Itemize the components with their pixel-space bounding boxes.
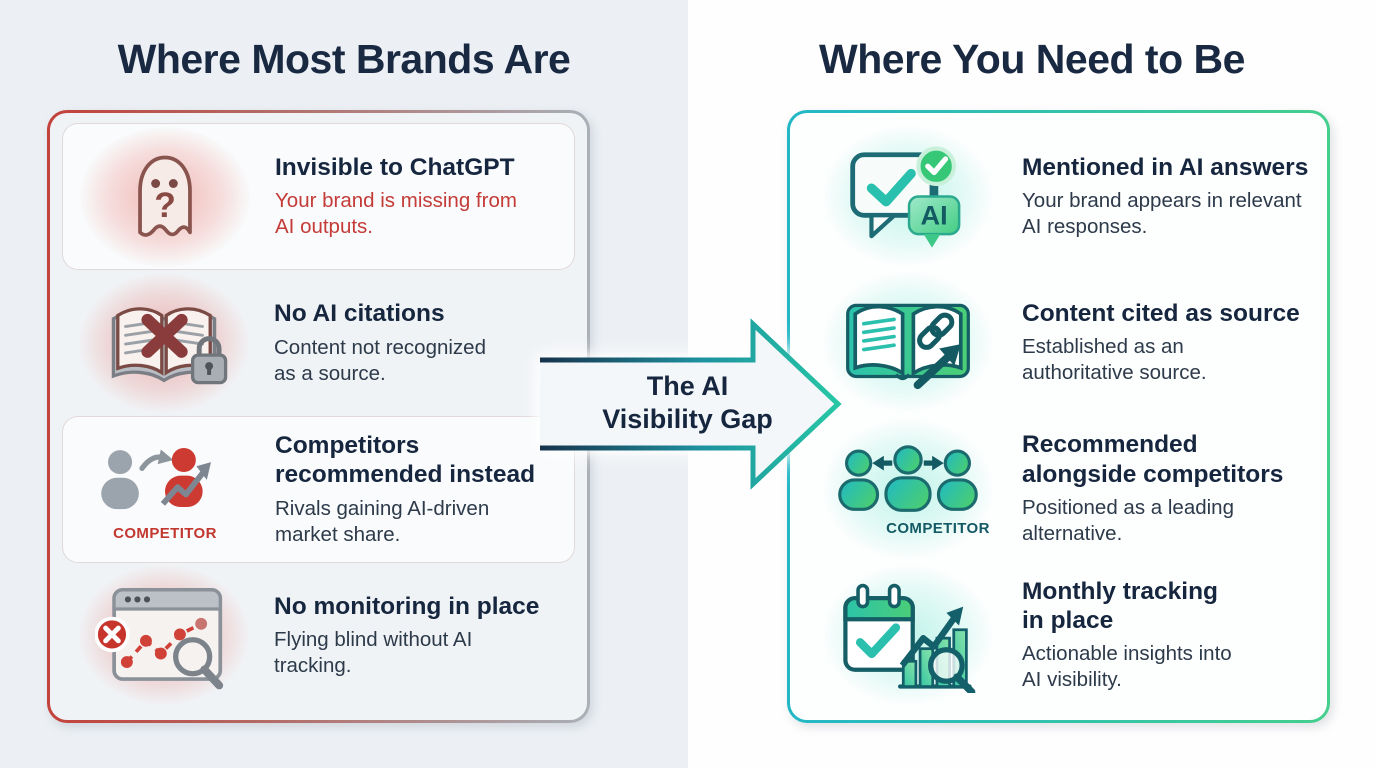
right-panel-body: AI Mentioned in AI answers Your brand ap… xyxy=(790,113,1327,720)
text-cell: Recommended alongside competitors Positi… xyxy=(1022,430,1309,546)
right-column: Where You Need to Be xyxy=(688,0,1376,768)
item-title: Mentioned in AI answers xyxy=(1022,153,1309,181)
item-description: Rivals gaining AI-driven market share. xyxy=(275,496,490,546)
list-item-monthly-tracking: Monthly tracking in place Actionable ins… xyxy=(802,562,1315,708)
icon-cell: COMPETITOR xyxy=(808,418,1008,559)
chat-ai-check-icon: AI xyxy=(850,146,961,248)
people-compare-icon xyxy=(838,445,978,513)
competitor-badge: COMPETITOR xyxy=(886,520,990,538)
visibility-gap-label: The AI Visibility Gap xyxy=(555,370,820,436)
text-cell: Invisible to ChatGPT Your brand is missi… xyxy=(275,153,568,240)
list-item-no-ai-citations: No AI citations Content not recognized a… xyxy=(62,270,575,415)
visibility-gap-arrow xyxy=(540,318,842,490)
calendar-growth-search-icon xyxy=(843,583,976,693)
list-item-recommended-alongside: COMPETITOR Recommended alongside competi… xyxy=(802,416,1315,562)
list-item-mentioned-in-ai: AI Mentioned in AI answers Your brand ap… xyxy=(802,123,1315,269)
item-title: No monitoring in place xyxy=(274,592,540,620)
ai-label: AI xyxy=(921,200,948,231)
gap-label-line2: Visibility Gap xyxy=(602,403,773,434)
item-title: Recommended alongside competitors xyxy=(1022,431,1284,488)
icon-cell: COMPETITOR xyxy=(69,437,261,542)
right-column-title: Where You Need to Be xyxy=(819,36,1245,82)
item-description: Actionable insights into AI visibility. xyxy=(1022,642,1232,692)
item-description: Your brand appears in relevant AI respon… xyxy=(1022,188,1302,238)
list-item-content-cited: Content cited as source Established as a… xyxy=(802,269,1315,415)
item-title: Competitors recommended instead xyxy=(275,431,536,489)
item-description: Positioned as a leading alternative. xyxy=(1022,496,1234,546)
text-cell: Competitors recommended instead Rivals g… xyxy=(275,431,568,547)
list-item-no-monitoring: No monitoring in place Flying blind with… xyxy=(62,563,575,708)
browser-chart-error-icon xyxy=(95,588,224,690)
gap-label-line1: The AI xyxy=(646,371,729,401)
item-description: Flying blind without AI tracking. xyxy=(274,628,473,678)
text-cell: Monthly tracking in place Actionable ins… xyxy=(1022,577,1309,693)
icon-cell: ? xyxy=(69,126,261,267)
left-panel-body: ? Invisible to ChatGPT Your brand is mis… xyxy=(50,113,587,720)
icon-cell xyxy=(808,564,1008,705)
list-item-invisible-to-chatgpt: ? Invisible to ChatGPT Your brand is mis… xyxy=(62,123,575,271)
competitor-badge: COMPETITOR xyxy=(113,524,217,542)
ghost-icon: ? xyxy=(138,155,192,237)
right-panel: AI Mentioned in AI answers Your brand ap… xyxy=(787,110,1330,723)
text-cell: No AI citations Content not recognized a… xyxy=(274,299,569,386)
svg-text:?: ? xyxy=(154,185,176,224)
item-title: Content cited as source xyxy=(1022,299,1300,327)
competitor-swap-icon xyxy=(101,447,211,509)
icon-cell xyxy=(68,565,260,706)
list-item-competitors-recommended: COMPETITOR Competitors recommended inste… xyxy=(62,415,575,563)
icon-cell: AI xyxy=(808,126,1008,267)
text-cell: Mentioned in AI answers Your brand appea… xyxy=(1022,153,1309,240)
text-cell: No monitoring in place Flying blind with… xyxy=(274,592,569,679)
text-cell: Content cited as source Established as a… xyxy=(1022,299,1309,386)
item-description: Content not recognized as a source. xyxy=(274,335,486,385)
left-column: Where Most Brands Are ? Invisible to Cha… xyxy=(0,0,688,768)
item-title: No AI citations xyxy=(274,300,445,328)
left-column-title: Where Most Brands Are xyxy=(117,36,571,82)
item-title: Invisible to ChatGPT xyxy=(275,154,515,182)
item-description: Your brand is missing from AI outputs. xyxy=(275,189,517,239)
item-title: Monthly tracking in place xyxy=(1022,577,1219,635)
icon-cell xyxy=(68,272,260,413)
book-link-growth-icon xyxy=(846,304,970,390)
book-x-lock-icon xyxy=(111,307,228,385)
item-description: Established as an authoritative source. xyxy=(1022,335,1207,385)
left-panel: ? Invisible to ChatGPT Your brand is mis… xyxy=(47,110,590,723)
icon-cell xyxy=(808,272,1008,413)
